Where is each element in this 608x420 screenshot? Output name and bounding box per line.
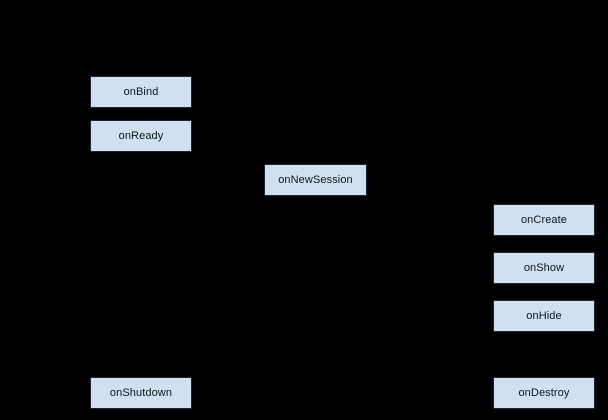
node-onShow[interactable]: onShow bbox=[493, 252, 595, 284]
node-onHide[interactable]: onHide bbox=[493, 300, 595, 332]
node-onReady[interactable]: onReady bbox=[90, 120, 192, 152]
node-onBind[interactable]: onBind bbox=[90, 76, 192, 108]
node-onDestroy[interactable]: onDestroy bbox=[493, 377, 595, 409]
node-onNewSession[interactable]: onNewSession bbox=[264, 164, 367, 196]
node-onCreate[interactable]: onCreate bbox=[493, 204, 595, 236]
node-onShutdown[interactable]: onShutdown bbox=[90, 377, 192, 409]
